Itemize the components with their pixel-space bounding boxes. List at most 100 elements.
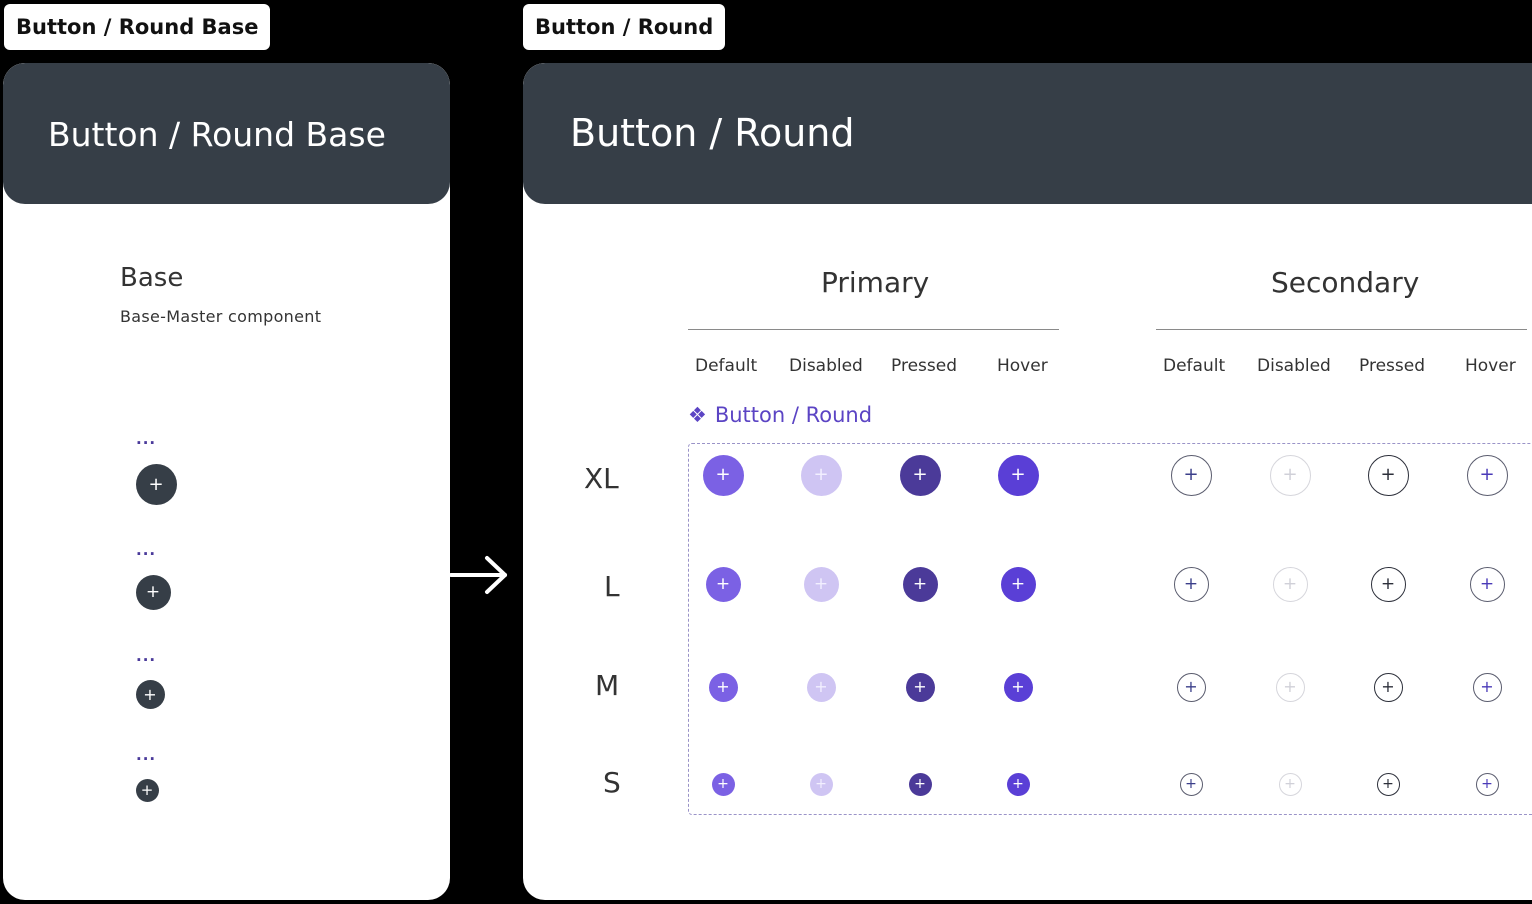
base-slot-dots-s: ... xyxy=(136,746,157,764)
round-button-secondary-pressed-m[interactable]: + xyxy=(1373,672,1403,702)
round-button-secondary-hover-l[interactable]: + xyxy=(1469,566,1505,602)
plus-icon: + xyxy=(813,573,829,594)
state-label-primary-default: Default xyxy=(695,356,758,376)
round-button-primary-hover-xl[interactable]: + xyxy=(997,454,1039,496)
round-button-secondary-pressed-l[interactable]: + xyxy=(1370,566,1406,602)
round-button-primary-default-xl[interactable]: + xyxy=(702,454,744,496)
plus-icon: + xyxy=(143,684,157,704)
base-heading: Base xyxy=(120,263,184,293)
plus-icon: + xyxy=(148,473,164,495)
base-slot-dots-m: ... xyxy=(136,647,157,665)
variant-set-box xyxy=(688,443,1532,815)
round-button-primary-pressed-xl[interactable]: + xyxy=(899,454,941,496)
round-button-primary-disabled-l[interactable]: + xyxy=(803,566,839,602)
plus-icon: + xyxy=(1010,573,1026,594)
plus-icon: + xyxy=(1480,677,1494,696)
plus-icon: + xyxy=(1382,776,1394,792)
frame-label-round-base[interactable]: Button / Round Base xyxy=(4,4,271,50)
plus-icon: + xyxy=(912,573,928,594)
round-button-secondary-default-l[interactable]: + xyxy=(1173,566,1209,602)
base-round-button-s[interactable]: + xyxy=(135,778,159,802)
round-button-primary-hover-s[interactable]: + xyxy=(1006,772,1030,796)
base-round-button-xl[interactable]: + xyxy=(135,463,177,505)
plus-icon: + xyxy=(1283,677,1297,696)
size-label-m: M xyxy=(595,669,620,702)
round-button-primary-default-m[interactable]: + xyxy=(708,672,738,702)
plus-icon: + xyxy=(1185,776,1197,792)
round-card-title: Button / Round xyxy=(570,111,855,155)
round-card-header: Button / Round xyxy=(523,63,1532,204)
plus-icon: + xyxy=(1479,464,1495,485)
state-label-primary-disabled: Disabled xyxy=(789,356,863,376)
plus-icon: + xyxy=(140,781,154,799)
plus-icon: + xyxy=(814,677,828,696)
group-divider-primary xyxy=(688,329,1059,330)
plus-icon: + xyxy=(1282,573,1298,594)
round-button-secondary-hover-m[interactable]: + xyxy=(1472,672,1502,702)
round-button-secondary-default-m[interactable]: + xyxy=(1176,672,1206,702)
round-button-secondary-disabled-xl[interactable]: + xyxy=(1269,454,1311,496)
group-title-primary: Primary xyxy=(821,266,930,299)
round-button-primary-disabled-m[interactable]: + xyxy=(806,672,836,702)
plus-icon: + xyxy=(1282,464,1298,485)
plus-icon: + xyxy=(1381,677,1395,696)
plus-icon: + xyxy=(145,582,161,602)
size-label-l: L xyxy=(604,570,620,603)
plus-icon: + xyxy=(715,573,731,594)
round-button-secondary-hover-s[interactable]: + xyxy=(1475,772,1499,796)
round-button-primary-pressed-s[interactable]: + xyxy=(908,772,932,796)
round-button-secondary-default-s[interactable]: + xyxy=(1179,772,1203,796)
state-label-primary-pressed: Pressed xyxy=(891,356,957,376)
round-button-primary-disabled-xl[interactable]: + xyxy=(800,454,842,496)
size-label-xl: XL xyxy=(584,462,619,495)
group-divider-secondary xyxy=(1156,329,1527,330)
round-button-primary-disabled-s[interactable]: + xyxy=(809,772,833,796)
round-button-secondary-pressed-s[interactable]: + xyxy=(1376,772,1400,796)
plus-icon: + xyxy=(1481,776,1493,792)
plus-icon: + xyxy=(1183,464,1199,485)
plus-icon: + xyxy=(1380,464,1396,485)
base-card-header: Button / Round Base xyxy=(3,63,450,204)
base-round-button-m[interactable]: + xyxy=(135,679,165,709)
state-label-secondary-default: Default xyxy=(1163,356,1226,376)
base-slot-dots-xl: ... xyxy=(136,430,157,448)
plus-icon: + xyxy=(1284,776,1296,792)
base-slot-dots-l: ... xyxy=(136,541,157,559)
plus-icon: + xyxy=(815,776,827,792)
round-button-primary-pressed-m[interactable]: + xyxy=(905,672,935,702)
base-round-button-l[interactable]: + xyxy=(135,574,171,610)
component-set-tag[interactable]: ❖ Button / Round xyxy=(688,403,872,427)
round-button-primary-hover-m[interactable]: + xyxy=(1003,672,1033,702)
state-label-primary-hover: Hover xyxy=(997,356,1048,376)
round-button-secondary-hover-xl[interactable]: + xyxy=(1466,454,1508,496)
plus-icon: + xyxy=(1380,573,1396,594)
round-button-primary-pressed-l[interactable]: + xyxy=(902,566,938,602)
round-button-secondary-disabled-m[interactable]: + xyxy=(1275,672,1305,702)
plus-icon: + xyxy=(1012,776,1024,792)
plus-icon: + xyxy=(913,677,927,696)
base-card-title: Button / Round Base xyxy=(48,115,386,154)
arrow-right-icon xyxy=(449,556,507,594)
frame-label-round[interactable]: Button / Round xyxy=(523,4,726,50)
component-diamond-icon: ❖ xyxy=(688,403,707,427)
round-button-primary-hover-l[interactable]: + xyxy=(1000,566,1036,602)
plus-icon: + xyxy=(716,677,730,696)
plus-icon: + xyxy=(1011,677,1025,696)
round-button-secondary-default-xl[interactable]: + xyxy=(1170,454,1212,496)
round-button-secondary-disabled-l[interactable]: + xyxy=(1272,566,1308,602)
plus-icon: + xyxy=(914,776,926,792)
state-label-secondary-hover: Hover xyxy=(1465,356,1516,376)
plus-icon: + xyxy=(1010,464,1026,485)
round-button-primary-default-l[interactable]: + xyxy=(705,566,741,602)
base-card: Button / Round Base Base Base-Master com… xyxy=(3,63,450,900)
plus-icon: + xyxy=(813,464,829,485)
round-button-secondary-disabled-s[interactable]: + xyxy=(1278,772,1302,796)
component-set-name: Button / Round xyxy=(714,403,873,427)
round-button-primary-default-s[interactable]: + xyxy=(711,772,735,796)
round-button-secondary-pressed-xl[interactable]: + xyxy=(1367,454,1409,496)
plus-icon: + xyxy=(1479,573,1495,594)
size-label-s: S xyxy=(603,766,621,799)
state-label-secondary-disabled: Disabled xyxy=(1257,356,1331,376)
plus-icon: + xyxy=(1184,677,1198,696)
